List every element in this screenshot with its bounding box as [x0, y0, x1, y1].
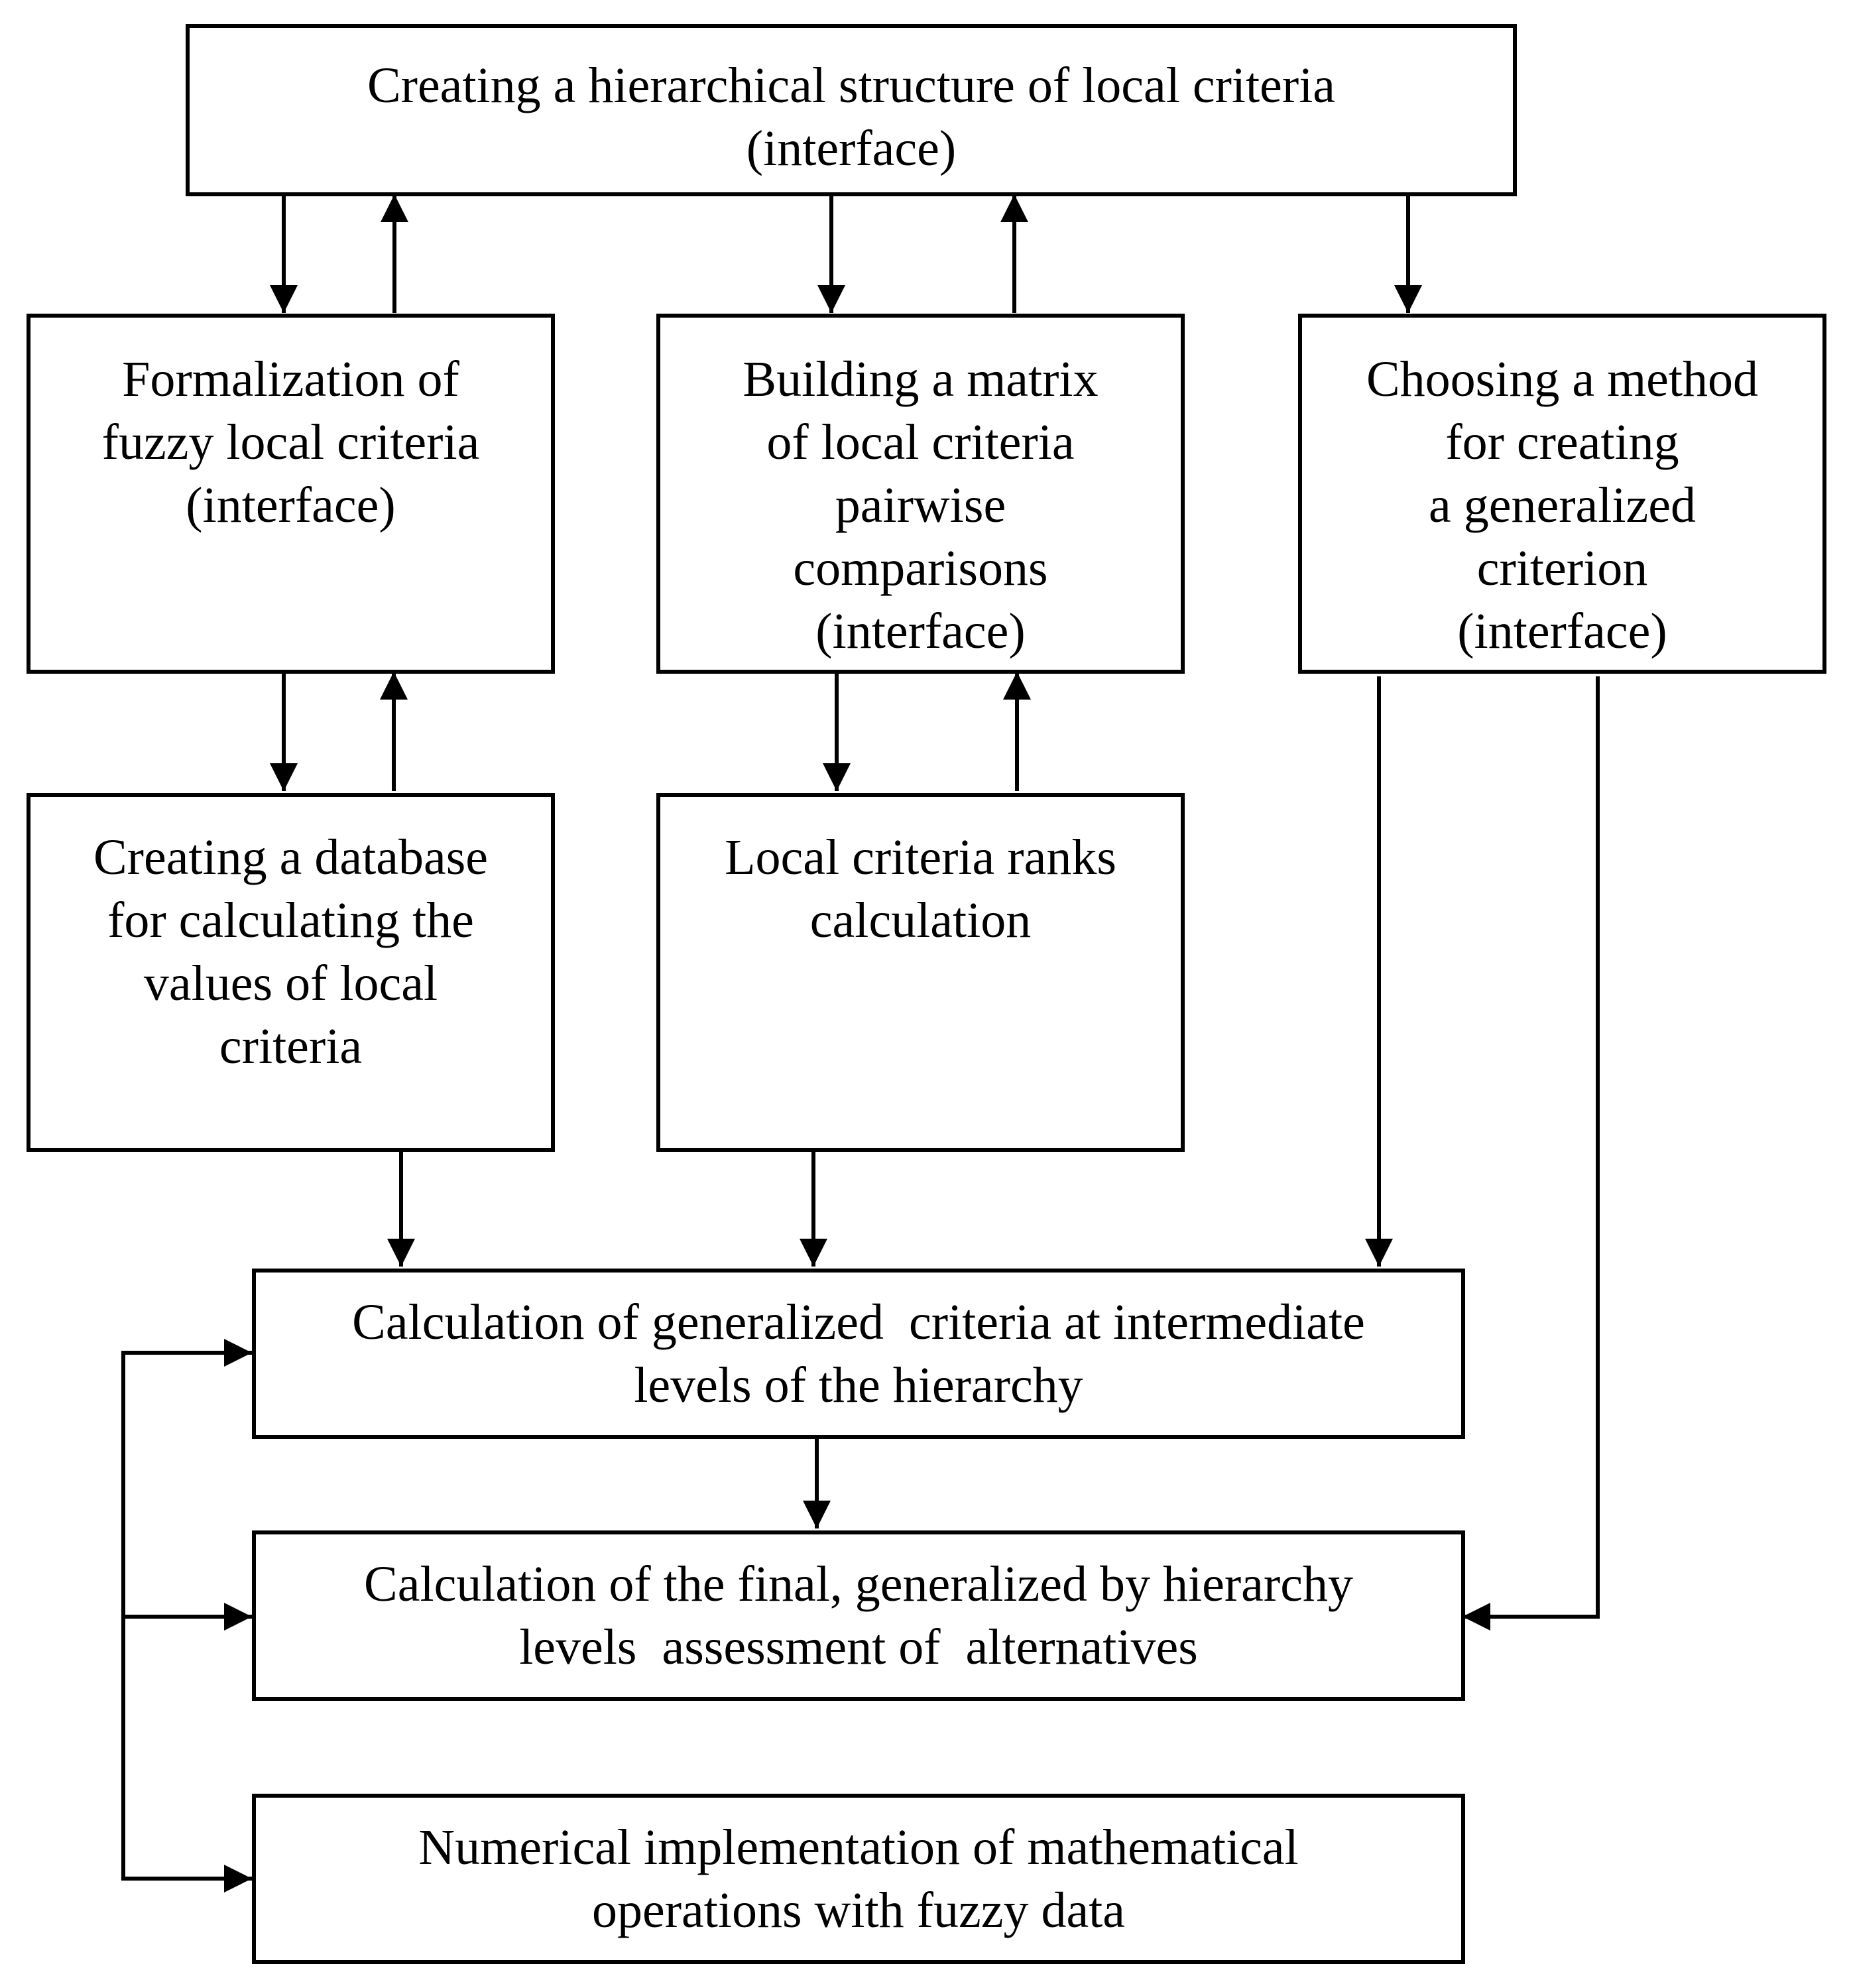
node-label-line: (interface) — [186, 477, 396, 533]
node-label-line: Creating a hierarchical structure of loc… — [367, 58, 1336, 113]
node-label-line: Numerical implementation of mathematical — [418, 1819, 1299, 1875]
node-label: Creating a hierarchical structure of loc… — [367, 54, 1335, 180]
node-label-line: for creating — [1445, 414, 1679, 470]
node-label-line: Calculation of generalized criteria at i… — [352, 1294, 1365, 1350]
node-final: Calculation of the final, generalized by… — [252, 1530, 1465, 1701]
node-label-line: Local criteria ranks — [725, 830, 1116, 885]
node-method: Choosing a method for creating a generaliz… — [1298, 314, 1826, 674]
node-label: Choosing a method for creating a generaliz… — [1366, 348, 1758, 663]
node-label-line: for calculating the — [107, 893, 474, 948]
node-label-line: criteria — [219, 1019, 363, 1074]
node-label-line: (interface) — [746, 121, 957, 176]
node-label-line: levels of the hierarchy — [634, 1357, 1083, 1413]
node-label-line: fuzzy local criteria — [101, 414, 480, 470]
node-label: Numerical implementation of mathematical… — [418, 1816, 1298, 1942]
node-label-line: Creating a database — [93, 830, 489, 885]
node-label-line: comparisons — [793, 540, 1048, 596]
node-label-line: (interface) — [1457, 603, 1667, 659]
node-label-line: Calculation of the final, generalized by… — [364, 1556, 1353, 1612]
node-label-line: operations with fuzzy data — [591, 1882, 1126, 1938]
node-label-line: Formalization of — [122, 351, 459, 407]
node-label: Calculation of generalized criteria at i… — [352, 1291, 1365, 1417]
node-numerical: Numerical implementation of mathematical… — [252, 1794, 1465, 1964]
node-label: Creating a database for calculating the va… — [93, 826, 488, 1078]
node-database: Creating a database for calculating the va… — [27, 793, 555, 1152]
node-label-line: calculation — [809, 893, 1032, 948]
node-intermediate: Calculation of generalized criteria at i… — [252, 1269, 1465, 1439]
node-label: Formalization of fuzzy local criteria (int… — [102, 348, 480, 537]
node-label-line: Choosing a method — [1366, 351, 1759, 407]
node-label-line: of local criteria — [766, 414, 1075, 470]
node-label-line: Building a matrix — [743, 351, 1099, 407]
arrow-method-to-final — [1462, 676, 1600, 1631]
node-label-line: values of local — [143, 956, 438, 1011]
node-hierarchy: Creating a hierarchical structure of loc… — [186, 24, 1517, 196]
node-ranks: Local criteria ranks calculation — [656, 793, 1185, 1152]
node-label: Building a matrix of local criteria pairwi… — [743, 348, 1098, 663]
node-formalization: Formalization of fuzzy local criteria (int… — [27, 314, 555, 674]
node-matrix: Building a matrix of local criteria pairwi… — [656, 314, 1185, 674]
node-label: Local criteria ranks calculation — [725, 826, 1116, 952]
node-label-line: pairwise — [835, 477, 1006, 533]
node-label-line: (interface) — [815, 603, 1026, 659]
node-label-line: criterion — [1476, 540, 1648, 596]
node-label-line: a generalized — [1429, 477, 1696, 533]
node-label: Calculation of the final, generalized by… — [364, 1553, 1353, 1679]
node-label-line: levels assessment of alternatives — [519, 1619, 1198, 1675]
